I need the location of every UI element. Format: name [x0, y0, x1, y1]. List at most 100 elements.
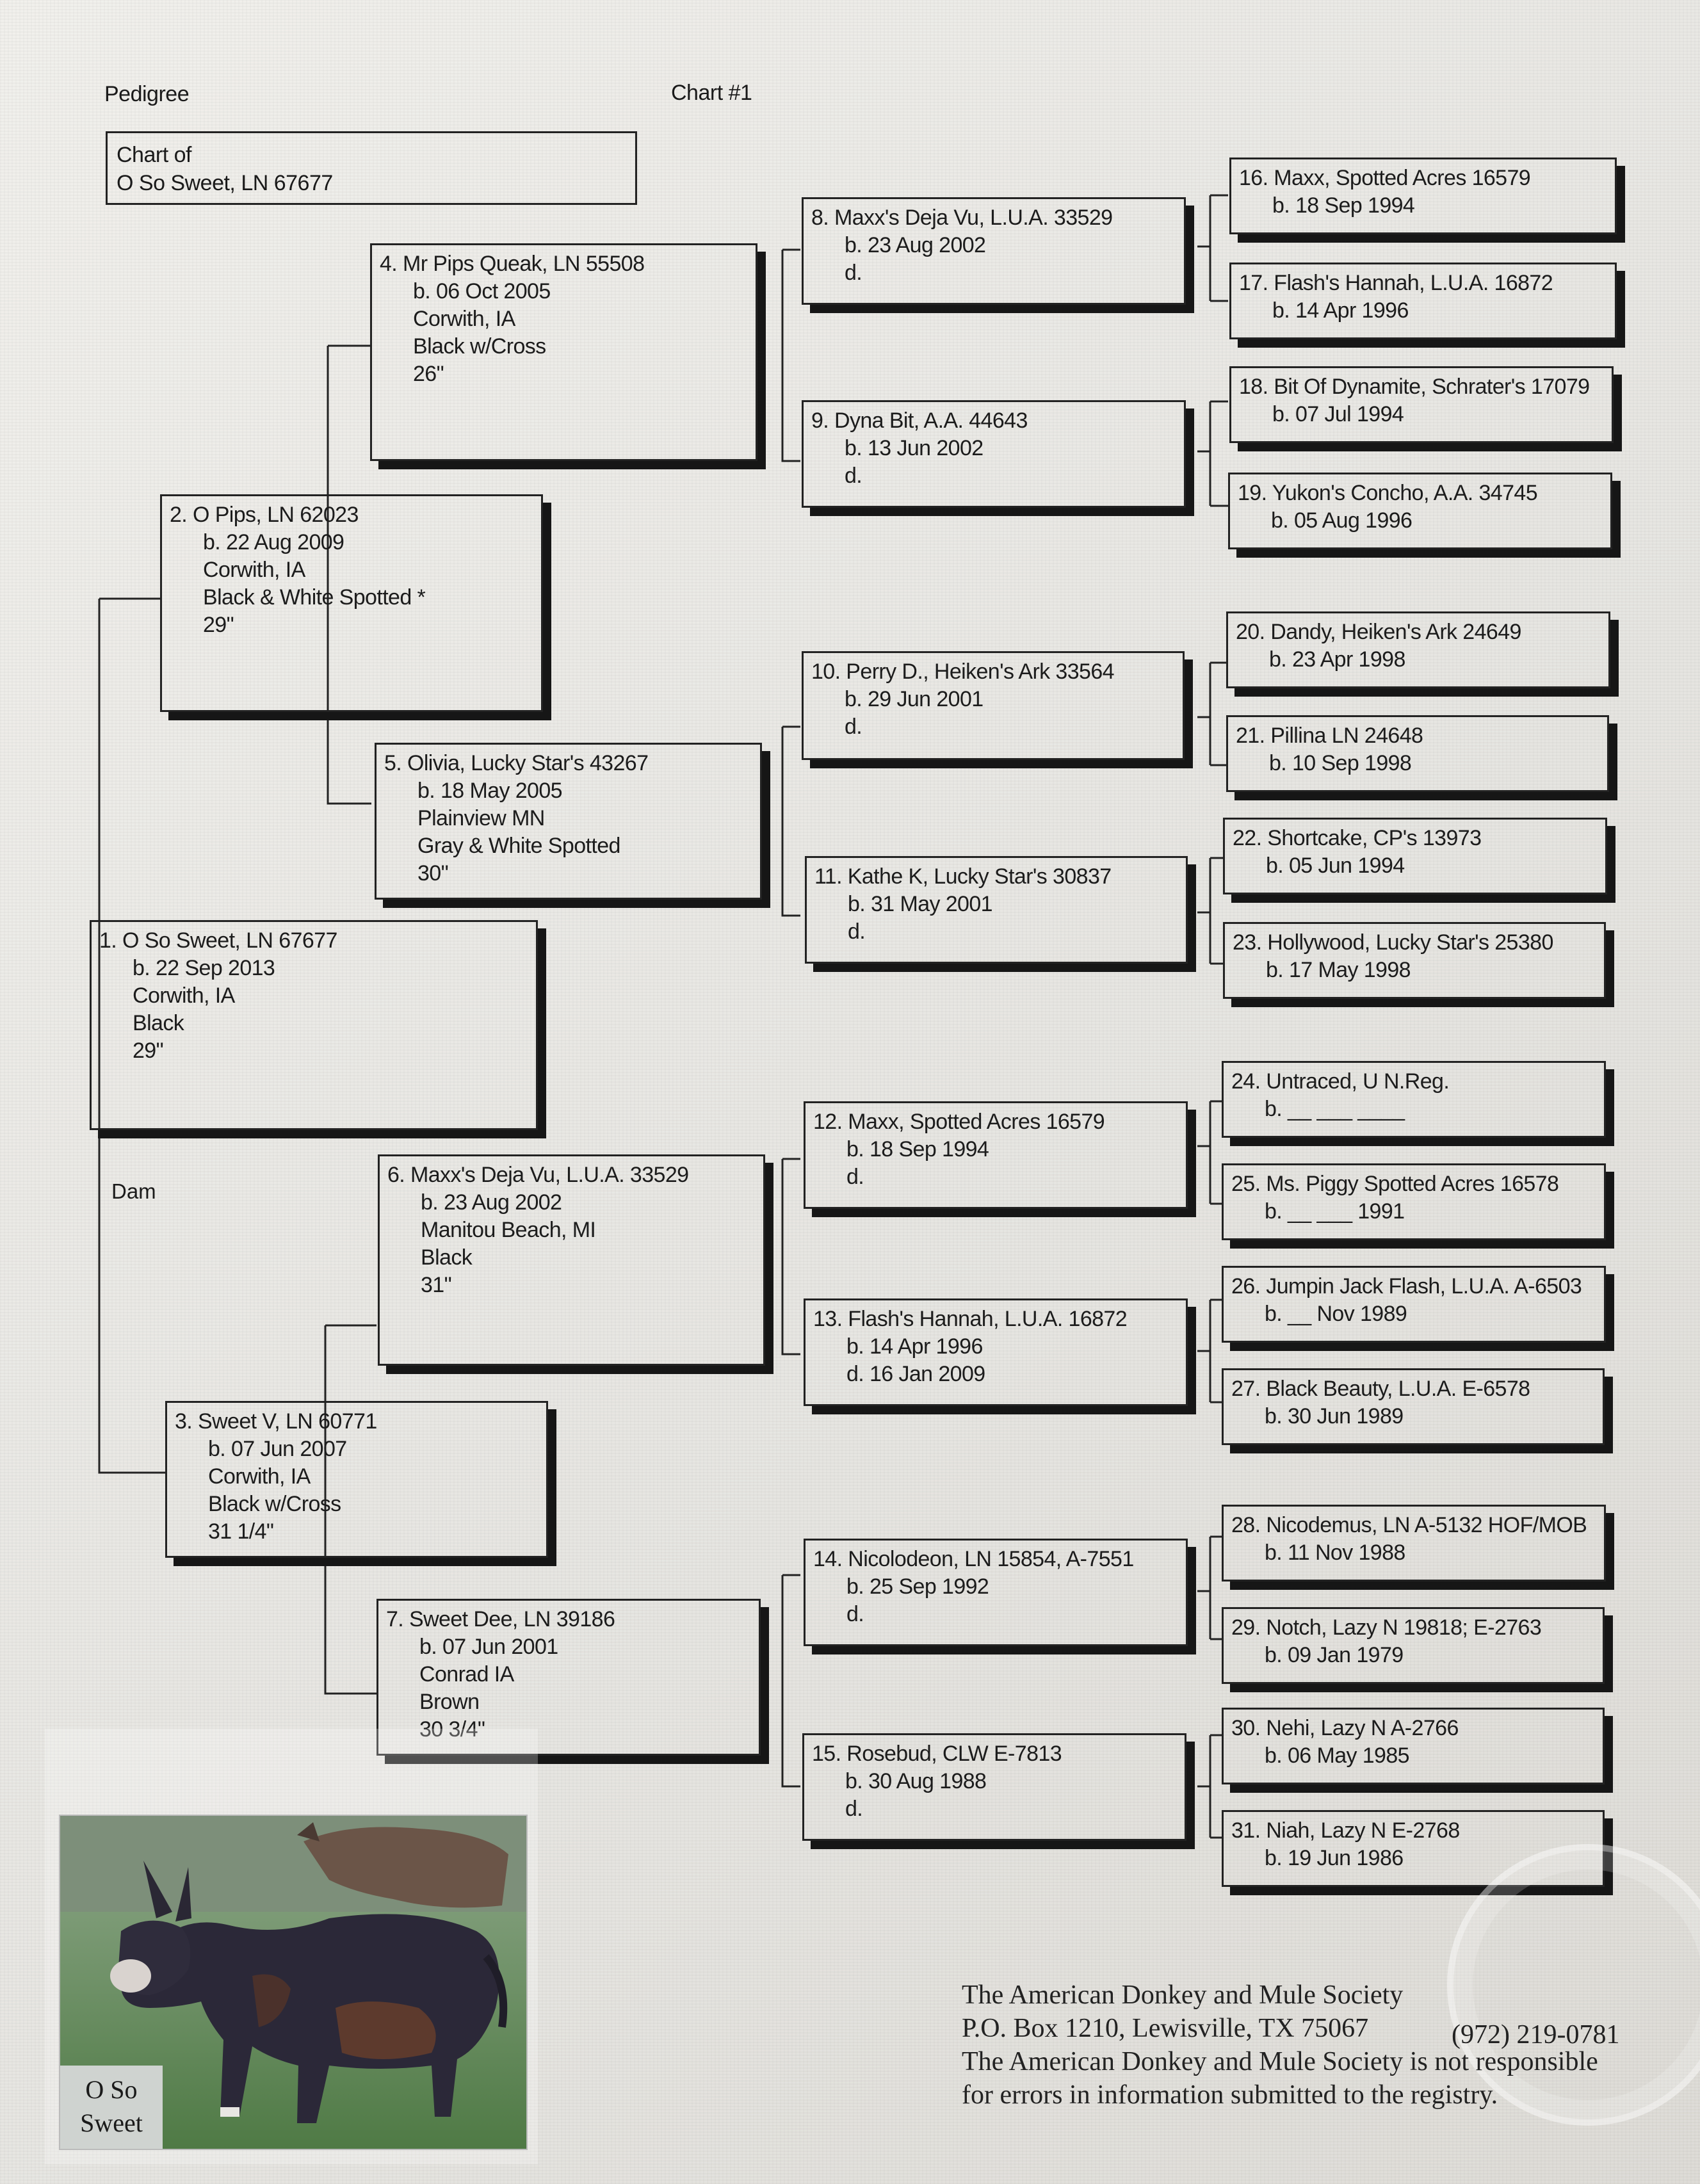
animal-box-25: 25. Ms. Piggy Spotted Acres 16578 b. __ … — [1222, 1163, 1606, 1240]
animal-height: 26" — [413, 362, 444, 386]
animal-birth: b. 05 Jun 1994 — [1266, 853, 1405, 878]
animal-location: Corwith, IA — [413, 307, 515, 331]
chart-of-label: Chart of — [117, 143, 191, 167]
animal-box-11: 11. Kathe K, Lucky Star's 30837 b. 31 Ma… — [805, 856, 1188, 964]
society-address: P.O. Box 1210, Lewisville, TX 75067 — [962, 2014, 1369, 2043]
animal-box-27: 27. Black Beauty, L.U.A. E-6578 b. 30 Ju… — [1222, 1368, 1605, 1445]
animal-name: 3. Sweet V, LN 60771 — [175, 1409, 377, 1434]
embossed-seal — [1447, 1844, 1700, 2126]
animal-box-31: 31. Niah, Lazy N E-2768 b. 19 Jun 1986 — [1222, 1810, 1605, 1887]
photo-caption: O So Sweet — [60, 2066, 163, 2149]
animal-birth: b. 19 Jun 1986 — [1265, 1846, 1404, 1870]
animal-death: d. — [846, 1165, 864, 1189]
animal-name: 22. Shortcake, CP's 13973 — [1233, 826, 1482, 850]
animal-death: d. — [846, 1602, 864, 1626]
animal-location: Corwith, IA — [208, 1464, 311, 1489]
animal-box-3: 3. Sweet V, LN 60771 b. 07 Jun 2007 Corw… — [165, 1401, 548, 1558]
animal-birth: b. 25 Sep 1992 — [846, 1574, 989, 1599]
animal-box-22: 22. Shortcake, CP's 13973 b. 05 Jun 1994 — [1223, 818, 1607, 894]
chart-of-box: Chart of O So Sweet, LN 67677 — [106, 131, 637, 205]
animal-birth: b. 07 Jul 1994 — [1272, 402, 1404, 426]
animal-location: Plainview MN — [417, 806, 545, 830]
animal-birth: b. 06 Oct 2005 — [413, 279, 551, 303]
animal-box-28: 28. Nicodemus, LN A-5132 HOF/MOB b. 11 N… — [1222, 1505, 1606, 1581]
animal-name: 8. Maxx's Deja Vu, L.U.A. 33529 — [811, 206, 1113, 230]
animal-name: 10. Perry D., Heiken's Ark 33564 — [811, 659, 1115, 684]
animal-name: 27. Black Beauty, L.U.A. E-6578 — [1231, 1377, 1530, 1401]
animal-name: 21. Pillina LN 24648 — [1236, 724, 1423, 748]
animal-birth: b. __ ___ ____ — [1265, 1097, 1405, 1121]
animal-birth: b. 10 Sep 1998 — [1269, 751, 1412, 775]
animal-birth: b. __ ___ 1991 — [1265, 1199, 1405, 1224]
animal-box-13: 13. Flash's Hannah, L.U.A. 16872 b. 14 A… — [804, 1298, 1188, 1406]
animal-color: Black & White Spotted * — [203, 585, 426, 610]
animal-name: 25. Ms. Piggy Spotted Acres 16578 — [1231, 1172, 1559, 1196]
animal-box-10: 10. Perry D., Heiken's Ark 33564 b. 29 J… — [802, 651, 1185, 760]
animal-birth: b. 18 May 2005 — [417, 779, 563, 803]
animal-box-9: 9. Dyna Bit, A.A. 44643 b. 13 Jun 2002 d… — [802, 400, 1186, 508]
animal-color: Gray & White Spotted — [417, 834, 620, 858]
animal-box-5: 5. Olivia, Lucky Star's 43267 b. 18 May … — [375, 743, 762, 900]
animal-name: 19. Yukon's Concho, A.A. 34745 — [1238, 481, 1538, 505]
animal-box-8: 8. Maxx's Deja Vu, L.U.A. 33529 b. 23 Au… — [802, 197, 1186, 305]
animal-box-17: 17. Flash's Hannah, L.U.A. 16872 b. 14 A… — [1229, 263, 1617, 339]
disclaimer-line-2: for errors in information submitted to t… — [962, 2080, 1498, 2110]
pedigree-label: Pedigree — [104, 82, 190, 106]
animal-height: 31 1/4" — [208, 1519, 274, 1544]
animal-birth: b. 06 May 1985 — [1265, 1743, 1410, 1768]
caption-line-2: Sweet — [80, 2108, 143, 2137]
animal-color: Black w/Cross — [413, 334, 546, 359]
animal-box-15: 15. Rosebud, CLW E-7813 b. 30 Aug 1988 d… — [802, 1733, 1186, 1841]
animal-birth: b. 05 Aug 1996 — [1271, 508, 1413, 533]
animal-name: 5. Olivia, Lucky Star's 43267 — [384, 751, 649, 775]
animal-birth: b. 13 Jun 2002 — [845, 436, 984, 460]
animal-box-18: 18. Bit Of Dynamite, Schrater's 17079 b.… — [1229, 366, 1614, 443]
animal-box-29: 29. Notch, Lazy N 19818; E-2763 b. 09 Ja… — [1222, 1607, 1605, 1684]
dam-label: Dam — [111, 1179, 156, 1203]
animal-location: Manitou Beach, MI — [421, 1218, 596, 1242]
animal-box-6: 6. Maxx's Deja Vu, L.U.A. 33529 b. 23 Au… — [378, 1154, 765, 1366]
animal-name: 26. Jumpin Jack Flash, L.U.A. A-6503 — [1231, 1274, 1582, 1298]
animal-box-16: 16. Maxx, Spotted Acres 16579 b. 18 Sep … — [1229, 158, 1617, 234]
animal-birth: b. 30 Aug 1988 — [845, 1769, 987, 1793]
animal-birth: b. __ Nov 1989 — [1265, 1302, 1407, 1326]
animal-name: 16. Maxx, Spotted Acres 16579 — [1239, 166, 1531, 190]
animal-name: 31. Niah, Lazy N E-2768 — [1231, 1818, 1460, 1843]
animal-name: 4. Mr Pips Queak, LN 55508 — [380, 252, 645, 276]
animal-box-7: 7. Sweet Dee, LN 39186 b. 07 Jun 2001 Co… — [376, 1599, 761, 1756]
animal-box-21: 21. Pillina LN 24648 b. 10 Sep 1998 — [1226, 715, 1609, 792]
disclaimer-line-1: The American Donkey and Mule Society is … — [962, 2047, 1598, 2076]
animal-name: 15. Rosebud, CLW E-7813 — [812, 1742, 1062, 1766]
animal-death: d. — [845, 1797, 863, 1821]
animal-height: 29" — [203, 613, 234, 637]
animal-name: 24. Untraced, U N.Reg. — [1231, 1069, 1450, 1094]
animal-birth: b. 18 Sep 1994 — [846, 1137, 989, 1161]
animal-location: Corwith, IA — [203, 558, 305, 582]
animal-birth: b. 23 Aug 2002 — [845, 233, 986, 257]
animal-height: 30" — [417, 861, 449, 886]
animal-birth: b. 18 Sep 1994 — [1272, 193, 1415, 218]
animal-box-4: 4. Mr Pips Queak, LN 55508 b. 06 Oct 200… — [370, 243, 757, 461]
animal-color: Black w/Cross — [208, 1492, 341, 1516]
animal-birth: b. 17 May 1998 — [1266, 958, 1411, 982]
animal-color: Brown — [419, 1690, 480, 1714]
animal-name: 7. Sweet Dee, LN 39186 — [386, 1607, 615, 1631]
animal-birth: b. 23 Apr 1998 — [1269, 647, 1405, 672]
animal-birth: b. 22 Sep 2013 — [133, 956, 275, 980]
donkey-photo: O So Sweet — [59, 1815, 528, 2150]
animal-birth: b. 23 Aug 2002 — [421, 1190, 562, 1215]
society-name: The American Donkey and Mule Society — [962, 1980, 1404, 2010]
animal-birth: b. 11 Nov 1988 — [1265, 1541, 1405, 1565]
animal-height: 31" — [421, 1273, 452, 1297]
animal-death: d. 16 Jan 2009 — [846, 1362, 985, 1386]
animal-name: 29. Notch, Lazy N 19818; E-2763 — [1231, 1615, 1542, 1640]
animal-box-24: 24. Untraced, U N.Reg. b. __ ___ ____ — [1222, 1061, 1606, 1138]
animal-name: 13. Flash's Hannah, L.U.A. 16872 — [813, 1307, 1128, 1331]
animal-height: 30 3/4" — [419, 1717, 485, 1742]
animal-death: d. — [845, 715, 862, 739]
animal-name: 9. Dyna Bit, A.A. 44643 — [811, 408, 1028, 433]
animal-death: d. — [845, 464, 862, 488]
animal-birth: b. 14 Apr 1996 — [846, 1334, 983, 1359]
animal-birth: b. 29 Jun 2001 — [845, 687, 984, 711]
